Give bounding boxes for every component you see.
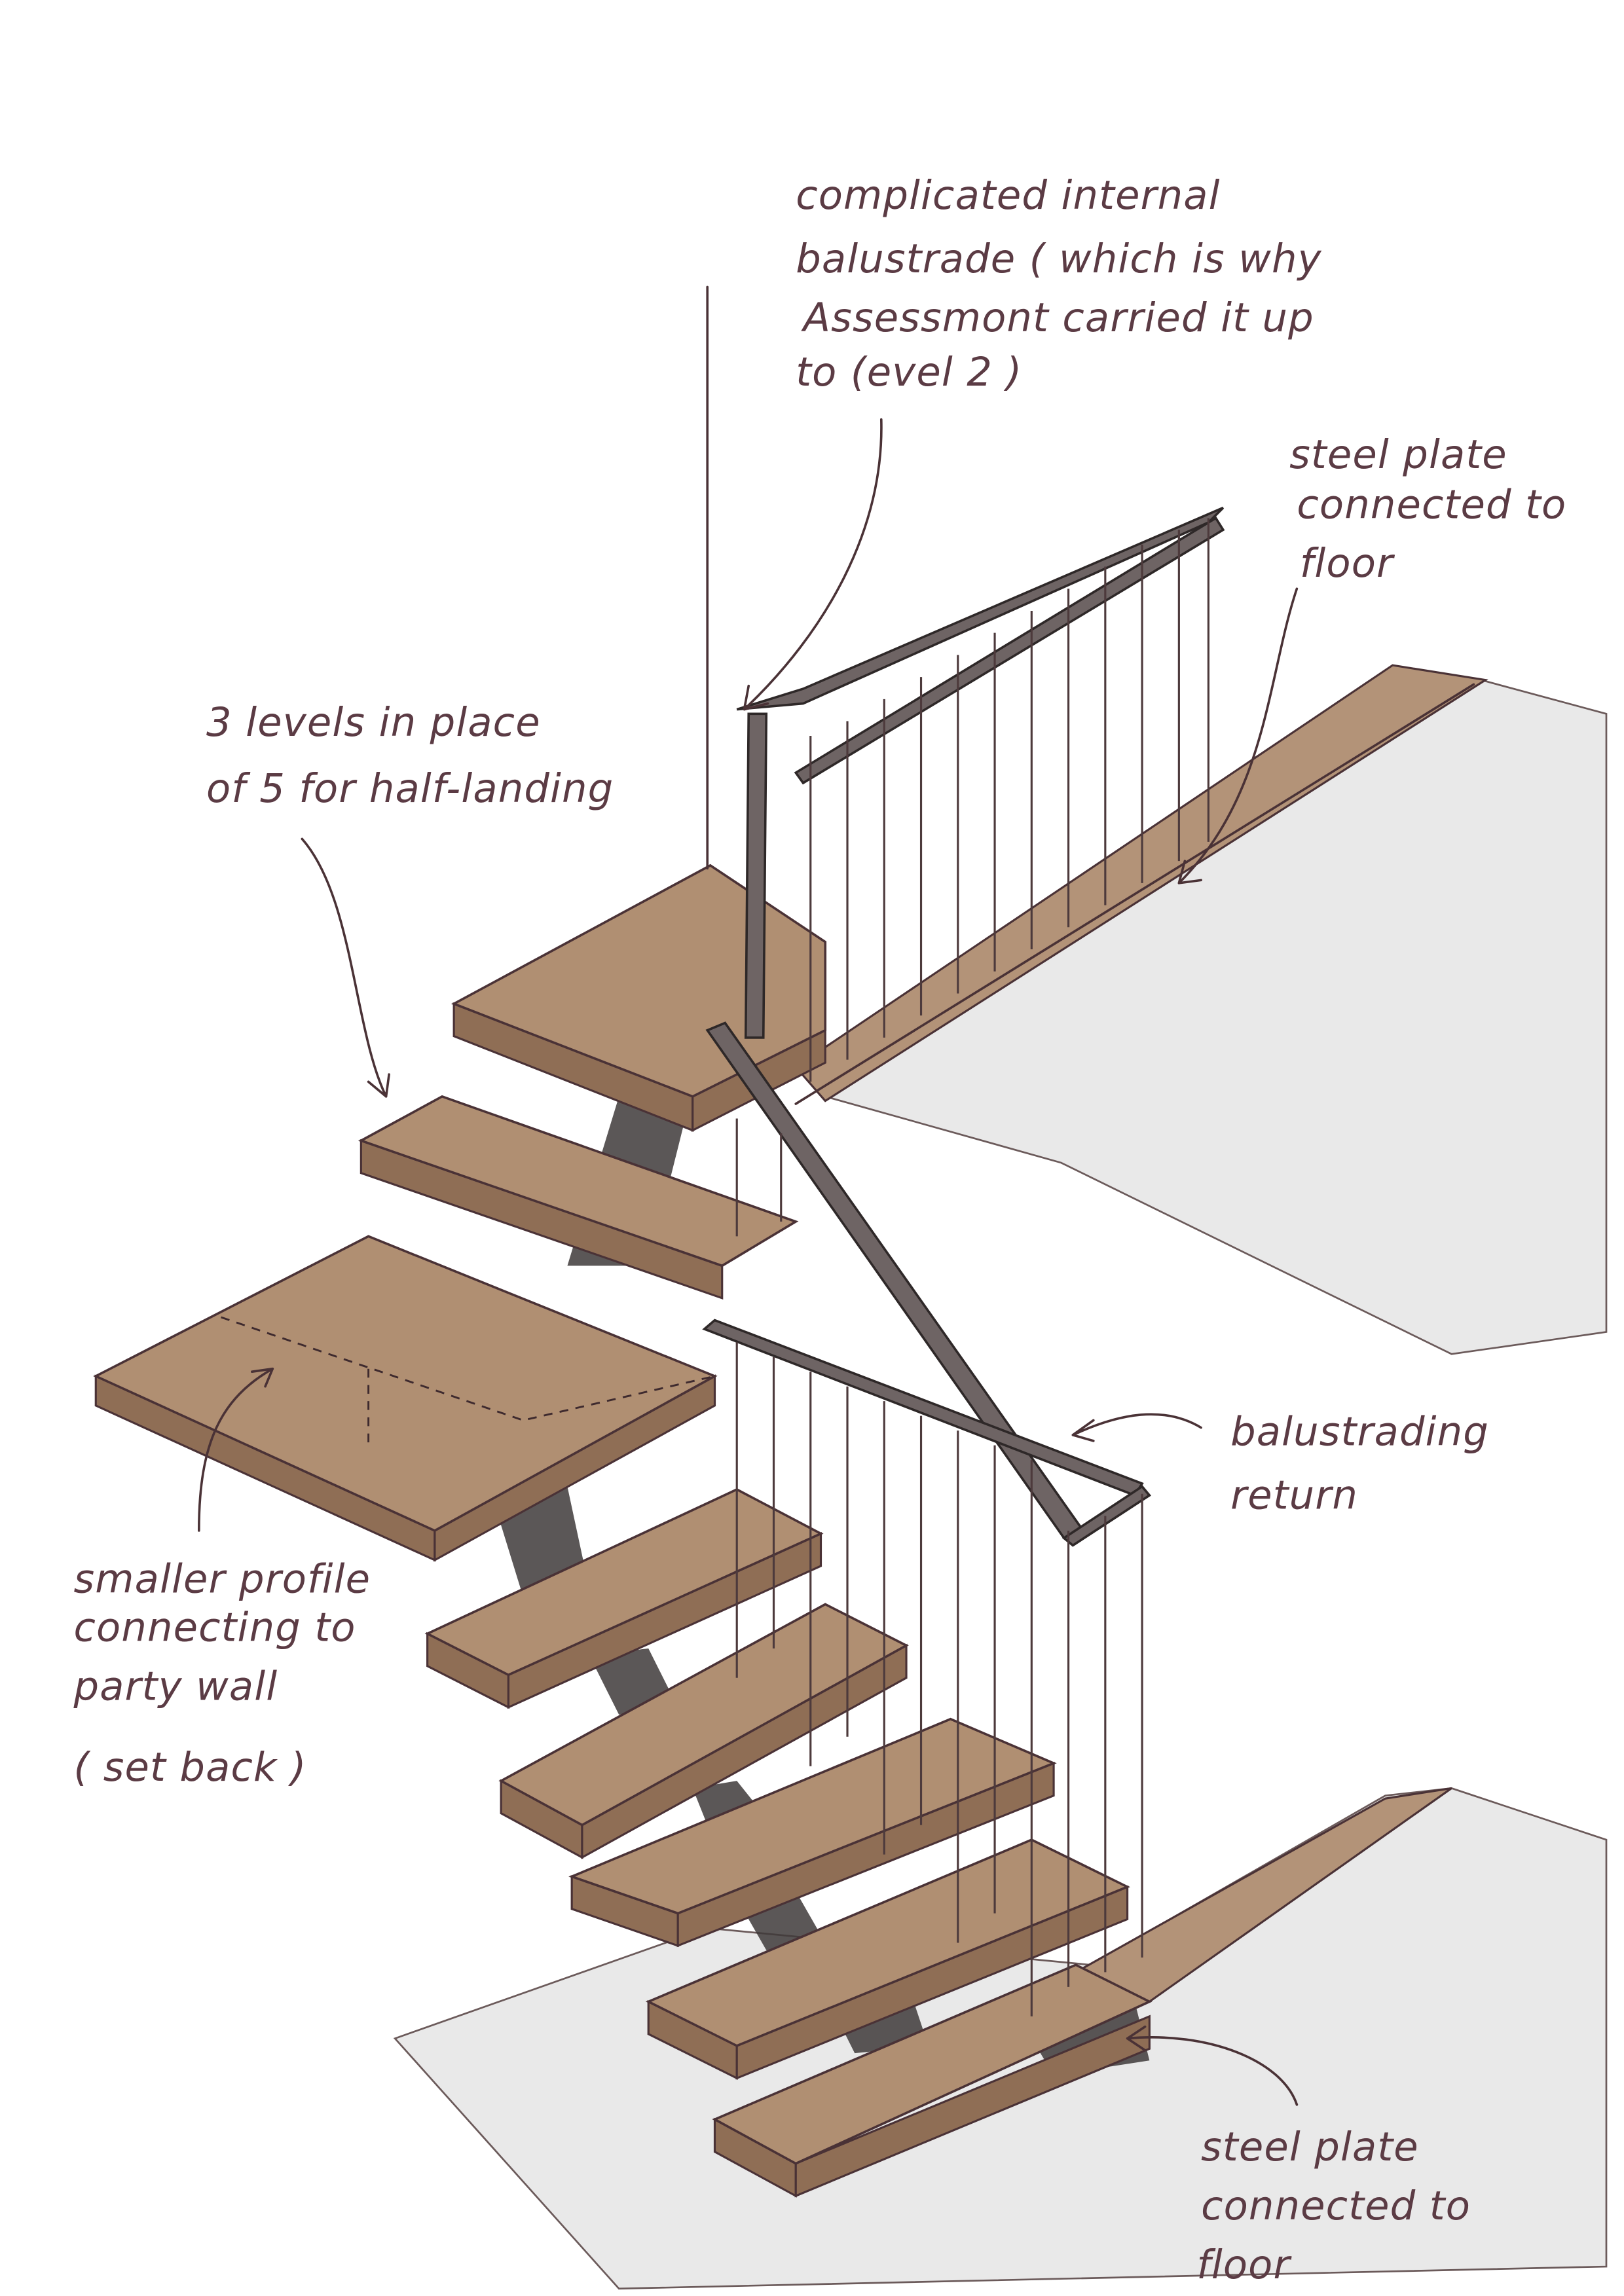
tread-4: [645, 1838, 1130, 2080]
tread-5: [712, 1963, 1153, 2198]
mid-landing: [93, 1235, 718, 1562]
leader-arrows: [198, 418, 1299, 2106]
treads: [93, 864, 1153, 2198]
annotation-smaller-profile: smaller profile connecting to party wall…: [73, 1556, 371, 1791]
tread-3: [568, 1717, 1057, 1948]
note-line: ( set back ): [74, 1745, 307, 1791]
tread-2: [498, 1603, 909, 1859]
annotation-half-landing: 3 levels in place of 5 for half-landing: [206, 700, 614, 812]
tread-half-landing: [358, 1095, 799, 1300]
note-line: balustrading: [1230, 1410, 1489, 1455]
note-line: floor: [1300, 541, 1395, 587]
annotation-balustrade: complicated internal balustrade ( which …: [796, 173, 1322, 395]
note-line: complicated internal: [796, 173, 1220, 219]
note-line: to (evel 2 ): [796, 350, 1022, 395]
note-line: steel plate: [1289, 432, 1507, 478]
annotation-steel-plate-lower: steel plate connected to floor: [1196, 2124, 1471, 2288]
note-line: connected to: [1201, 2183, 1471, 2229]
tread-1: [424, 1488, 824, 1709]
note-line: floor: [1196, 2242, 1292, 2288]
upper-balustrade: [736, 506, 1475, 1105]
note-line: steel plate: [1201, 2124, 1419, 2170]
note-line: return: [1230, 1472, 1358, 1518]
upper-floor: [794, 664, 1608, 1355]
note-line: 3 levels in place: [206, 700, 541, 746]
lower-balustrade: [702, 285, 1152, 2016]
note-line: connected to: [1297, 482, 1566, 528]
note-line: party wall: [73, 1664, 278, 1710]
note-line: of 5 for half-landing: [206, 766, 614, 812]
note-line: smaller profile: [74, 1556, 371, 1602]
annotation-balustrading-return: balustrading return: [1230, 1410, 1489, 1519]
note-line: balustrade ( which is why: [796, 236, 1322, 282]
annotation-steel-plate-upper: steel plate connected to floor: [1289, 432, 1566, 587]
note-line: connecting to: [74, 1605, 356, 1651]
note-line: Assessmont carried it up: [800, 295, 1314, 341]
